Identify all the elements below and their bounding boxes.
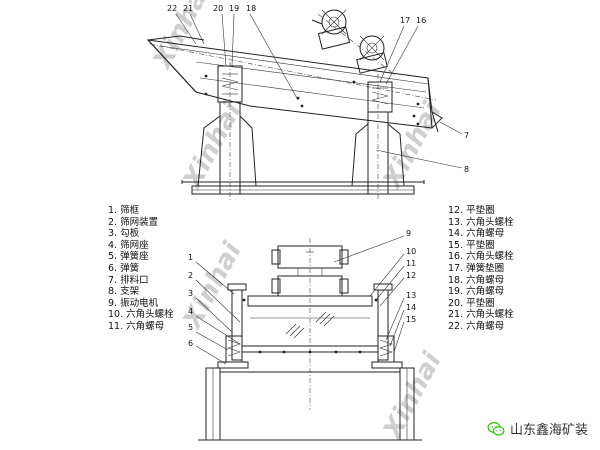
callout-14: 14	[406, 303, 416, 312]
legend-item: 19. 六角螺母	[448, 286, 505, 298]
callout-13: 13	[406, 291, 416, 300]
callout-5: 5	[188, 323, 193, 332]
side-view: 22 21 20 19 18 17 16 7 8	[146, 4, 469, 200]
end-view: 1 2 3 4 5 6 9 10 11 12 13 14 15	[188, 229, 422, 441]
spring-supports-end	[217, 335, 403, 369]
bolts-side	[204, 74, 420, 126]
legend-item: 12. 平垫圈	[448, 205, 495, 216]
legend-item: 13. 六角头螺栓	[448, 216, 514, 228]
legend-item: 20. 平垫圈	[448, 297, 495, 309]
callout-21: 21	[183, 4, 193, 13]
legend-item: 9. 振动电机	[108, 297, 159, 309]
callout-3: 3	[188, 289, 193, 298]
legend-item: 8. 支架	[108, 286, 140, 298]
leaders-side	[175, 13, 463, 169]
screen-frame-outline	[146, 39, 433, 129]
legend-item: 2. 筛网装置	[108, 216, 159, 228]
callout-22: 22	[167, 4, 177, 13]
support-frame	[181, 62, 425, 200]
legend-item: 14. 六角螺母	[448, 228, 505, 240]
callout-8: 8	[464, 165, 469, 174]
legend-item: 4. 筛网座	[108, 239, 149, 251]
vibration-motor-1	[311, 9, 351, 50]
parts-legend-left: 1. 筛框 2. 筛网装置 3. 勾板 4. 筛网座 5. 弹簧座 6. 弹簧 …	[108, 205, 174, 333]
legend-item: 6. 弹簧	[108, 262, 140, 274]
legend-item: 15. 平垫圈	[448, 239, 495, 251]
callout-16: 16	[416, 16, 426, 25]
wechat-icon	[487, 421, 505, 436]
legend-item: 11. 六角螺母	[108, 320, 165, 332]
brand-watermark: 山东鑫海矿装	[480, 417, 594, 440]
parts-legend-right: 12. 平垫圈 13. 六角头螺栓 14. 六角螺母 15. 平垫圈 16. 六…	[448, 205, 514, 333]
legend-item: 16. 六角头螺栓	[448, 251, 514, 263]
callout-19: 19	[229, 4, 239, 13]
legend-item: 3. 勾板	[108, 228, 140, 240]
vibration-motors-end	[271, 238, 349, 410]
legend-item: 17. 弹簧垫圈	[448, 262, 505, 274]
callout-4: 4	[188, 307, 193, 316]
callout-1: 1	[188, 253, 193, 262]
spring-seat-right	[367, 81, 393, 113]
brand-name: 山东鑫海矿装	[509, 423, 588, 438]
watermark-text: Xinhai	[377, 347, 448, 445]
callout-11: 11	[406, 259, 416, 268]
callout-9: 9	[406, 229, 411, 238]
hatch-right	[315, 311, 335, 327]
callout-6: 6	[188, 339, 193, 348]
callout-10: 10	[406, 247, 416, 256]
vibration-motor-2	[356, 35, 388, 74]
watermark-text: Xinhai	[177, 237, 248, 335]
callout-15: 15	[406, 315, 416, 324]
callout-17: 17	[400, 16, 410, 25]
callout-20: 20	[213, 4, 223, 13]
legend-item: 22. 六角螺母	[448, 320, 505, 332]
legend-item: 10. 六角头螺栓	[108, 309, 174, 321]
watermark-text: Xinhai	[177, 97, 248, 195]
legend-item: 18. 六角螺母	[448, 274, 505, 286]
legend-item: 5. 弹簧座	[108, 251, 149, 263]
legend-item: 21. 六角头螺栓	[448, 309, 514, 321]
callout-12: 12	[406, 271, 416, 280]
watermark-top: Xinhai Xinhai Xinhai Xinhai Xinhai	[147, 0, 448, 445]
legend-item: 7. 排料口	[108, 274, 149, 286]
watermark-text: Xinhai	[377, 97, 448, 195]
leaders-end	[195, 235, 405, 365]
callout-2: 2	[188, 271, 193, 280]
hatch-left	[285, 323, 305, 339]
legend-item: 1. 筛框	[108, 205, 140, 216]
callout-18: 18	[246, 4, 256, 13]
callout-7: 7	[464, 131, 469, 140]
support-frame-end	[198, 367, 422, 441]
